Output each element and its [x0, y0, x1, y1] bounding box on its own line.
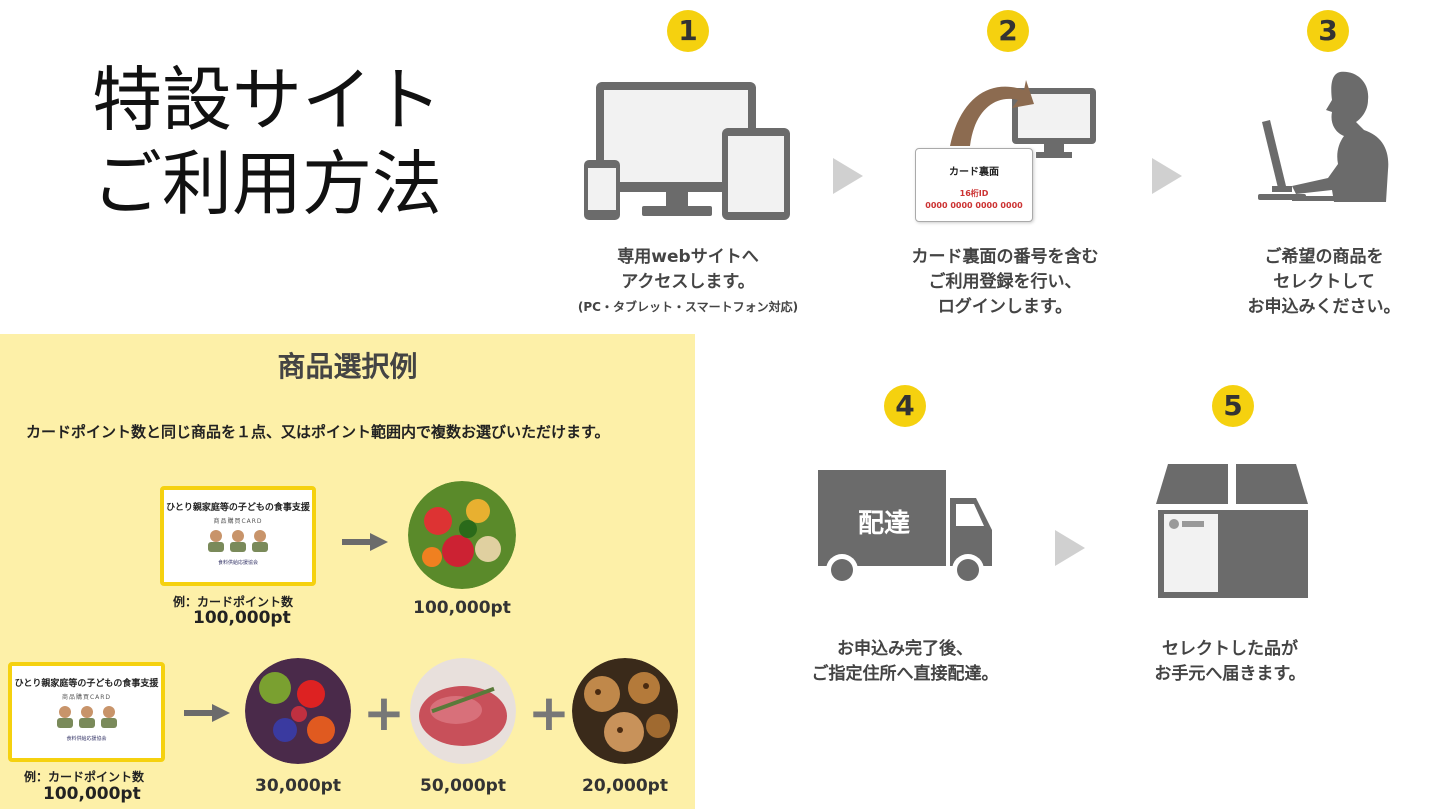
step-1-line-1: 専用webサイトへ	[617, 247, 759, 267]
example-heading: 商品選択例	[277, 350, 418, 383]
step-1-text: 専用webサイトへ アクセスします。 (PC・タブレット・スマートフォン対応)	[568, 245, 808, 320]
children-icon	[12, 705, 161, 733]
purchase-card: ひとり親家庭等の子どもの食事支援 商品購買CARD 食料供給応援協会	[8, 662, 165, 762]
vegetables-photo	[408, 481, 516, 589]
step-3-text: ご希望の商品を セレクトして お申込みください。	[1214, 245, 1434, 320]
example-label: 例：カードポイント数	[24, 770, 145, 784]
fruits-photo	[245, 658, 351, 764]
cookies-points: 20,000pt	[582, 776, 668, 796]
page-title: 特設サイト ご利用方法	[92, 58, 442, 226]
step-3-line-3: お申込みください。	[1247, 297, 1401, 317]
example-value: 100,000pt	[193, 608, 291, 628]
card-back-id-label: 16桁ID	[959, 189, 989, 198]
card-to-monitor-icon	[950, 80, 1096, 158]
step-5-line-2: お手元へ届きます。	[1154, 664, 1306, 684]
step-2-text: カード裏面の番号を含む ご利用登録を行い、 ログインします。	[880, 245, 1130, 320]
arrow-right-icon	[342, 533, 388, 551]
step-4-number: 4	[884, 385, 926, 427]
card-title: ひとり親家庭等の子どもの食事支援	[166, 503, 310, 513]
step-2-line-2: ご利用登録を行い、	[928, 272, 1082, 292]
step-3-line-1: ご希望の商品を	[1264, 247, 1384, 267]
card-back-id-value: 0000 0000 0000 0000	[925, 201, 1023, 210]
card-issuer: 食料供給応援協会	[217, 560, 258, 566]
purchase-card: ひとり親家庭等の子どもの食事支援 商品購買CARD 食料供給応援協会	[160, 486, 316, 586]
step-5-text: セレクトした品が お手元へ届きます。	[1130, 637, 1330, 687]
meat-photo	[410, 658, 516, 764]
cookies-photo	[572, 658, 678, 764]
arrow-right-icon	[184, 704, 230, 722]
step-4-line-2: ご指定住所へ直接配達。	[811, 664, 999, 684]
person-at-computer-icon	[1258, 71, 1389, 202]
step-1-number: 1	[667, 10, 709, 52]
fruits-points: 30,000pt	[255, 776, 341, 796]
step-4-line-1: お申込み完了後、	[837, 639, 973, 659]
card-issuer: 食料供給応援協会	[66, 736, 107, 742]
step-2-line-1: カード裏面の番号を含む	[911, 247, 1099, 267]
arrow-right-icon	[1152, 158, 1182, 194]
example-value: 100,000pt	[43, 784, 141, 804]
children-icon	[164, 529, 312, 557]
title-line-1: 特設サイト	[92, 59, 442, 141]
step-5-number: 5	[1212, 385, 1254, 427]
step-3-number: 3	[1307, 10, 1349, 52]
step-4-text: お申込み完了後、 ご指定住所へ直接配達。	[790, 637, 1020, 687]
delivery-truck-icon	[818, 470, 992, 586]
step-1-note: (PC・タブレット・スマートフォン対応)	[577, 300, 799, 314]
step-5-line-1: セレクトした品が	[1162, 639, 1298, 659]
card-back-illustration: カード裏面 16桁ID 0000 0000 0000 0000	[915, 148, 1033, 222]
card-back-heading: カード裏面	[949, 167, 999, 178]
devices-icon	[584, 82, 790, 220]
card-subtitle: 商品購買CARD	[61, 694, 112, 701]
arrow-right-icon	[1055, 530, 1085, 566]
arrow-right-icon	[833, 158, 863, 194]
step-2-line-3: ログインします。	[937, 297, 1073, 317]
step-2-number: 2	[987, 10, 1029, 52]
single-item-points: 100,000pt	[413, 598, 511, 618]
example-label: 例：カードポイント数	[173, 595, 294, 609]
example-description: カードポイント数と同じ商品を１点、又はポイント範囲内で複数お選びいただけます。	[26, 423, 610, 441]
step-1-line-2: アクセスします。	[621, 272, 755, 292]
package-box-icon	[1156, 464, 1308, 598]
card-subtitle: 商品購買CARD	[213, 518, 263, 525]
plus-icon: +	[528, 684, 570, 742]
plus-icon: +	[363, 684, 405, 742]
card-title: ひとり親家庭等の子どもの食事支援	[14, 679, 159, 689]
title-line-2: ご利用方法	[92, 143, 442, 225]
step-3-line-2: セレクトして	[1273, 272, 1375, 292]
meat-points: 50,000pt	[420, 776, 506, 796]
truck-label: 配達	[858, 509, 911, 539]
